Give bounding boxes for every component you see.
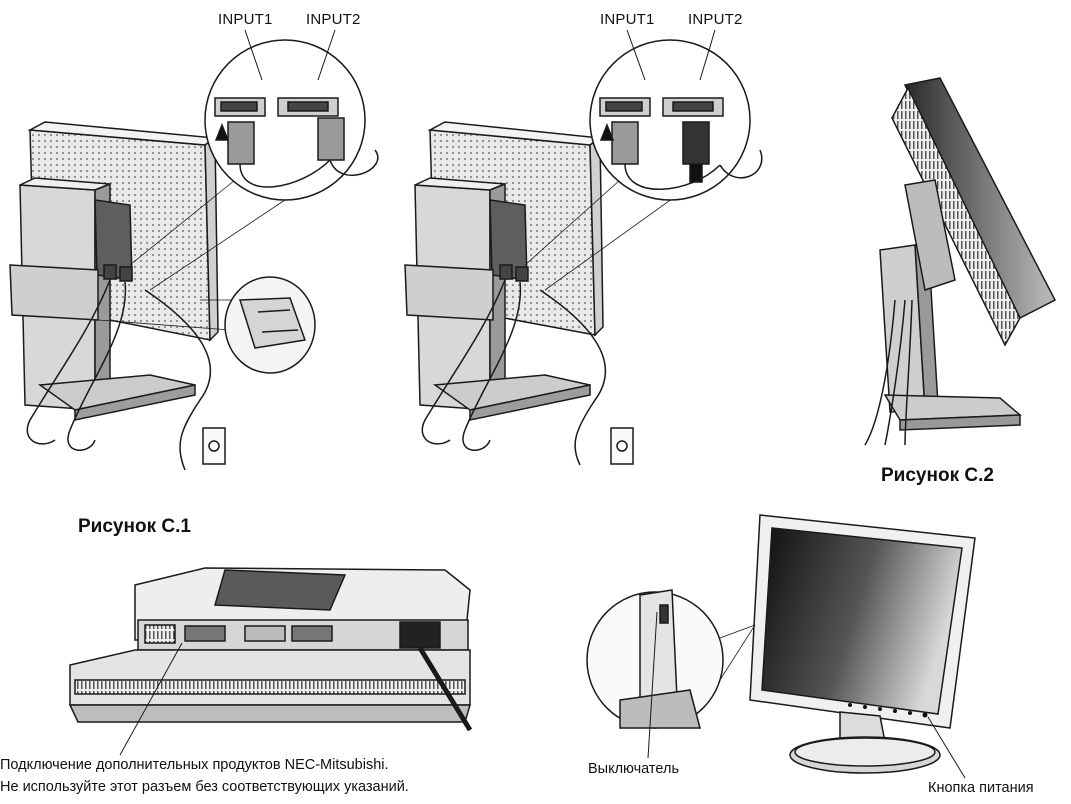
c1-right-input1-label: INPUT1 <box>600 11 655 28</box>
front-monitor <box>586 514 976 779</box>
c1-left-input2-label: INPUT2 <box>306 11 361 28</box>
figure-c1-cable-clip-zoom <box>224 276 316 374</box>
c1-left-input1-label: INPUT1 <box>218 11 273 28</box>
input-label-leaders <box>244 29 716 81</box>
figure-c1-right-monitor <box>404 121 741 466</box>
nec-connector-note: Подключение дополнительных продуктов NEC… <box>0 754 409 798</box>
figure-c2-caption: Рисунок С.2 <box>881 465 994 486</box>
figure-c1-left-port-zoom <box>204 39 379 201</box>
figure-c2-monitor-side-view <box>864 77 1057 446</box>
c1-right-input2-label: INPUT2 <box>688 11 743 28</box>
nec-connector-note-line2: Не используйте этот разъем без соответст… <box>0 779 409 795</box>
figure-c1-right-port-zoom <box>589 39 763 201</box>
switch-callout: Выключатель <box>588 761 679 777</box>
nec-connector-note-line1: Подключение дополнительных продуктов NEC… <box>0 757 389 773</box>
figure-c1-caption: Рисунок С.1 <box>78 516 191 537</box>
rear-port-panel <box>68 567 473 756</box>
figure-c1-left-monitor <box>9 121 361 471</box>
power-button-callout: Кнопка питания <box>928 780 1034 796</box>
